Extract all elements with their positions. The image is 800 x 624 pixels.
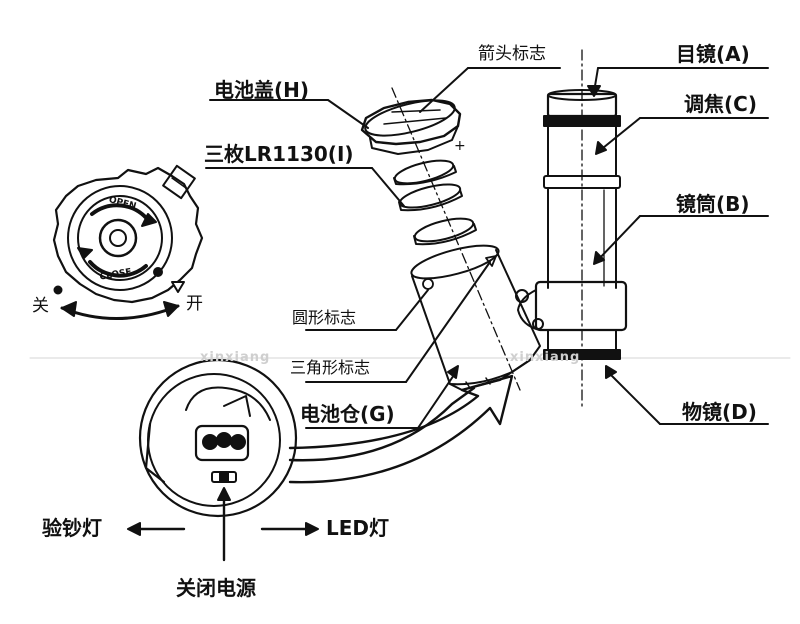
label-close: 关 (32, 296, 49, 316)
label-focus: 调焦(C) (684, 92, 757, 116)
close-dot (53, 285, 63, 295)
inset-arrow-body (288, 374, 514, 484)
label-round-mark: 圆形标志 (292, 308, 357, 327)
svg-text:+: + (454, 138, 466, 154)
batteries: + (393, 138, 477, 246)
label-barrel: 镜筒(B) (676, 192, 750, 216)
turn-arrow (60, 304, 180, 320)
microscope-tube (515, 89, 628, 360)
label-eyepiece: 目镜(A) (676, 42, 750, 66)
label-batteries: 三枚LR1130(I) (204, 142, 354, 166)
label-objective: 物镜(D) (682, 400, 757, 424)
battery-cover (360, 98, 462, 155)
inset-arrow-top (288, 386, 476, 462)
turn-arrow-head-right (163, 301, 179, 317)
label-arrow-mark: 箭头标志 (478, 44, 546, 64)
label-battery-compartment: 电池仓(G) (300, 402, 395, 426)
label-battery-cover: 电池盖(H) (214, 78, 310, 102)
turn-arrow-head-left (61, 301, 77, 317)
label-power-off: 关闭电源 (176, 576, 256, 600)
switch-inset (138, 358, 298, 518)
label-triangle-mark: 三角形标志 (290, 358, 371, 377)
watermark-2: xinxiang (510, 350, 581, 365)
watermark-1: xinxiang (200, 350, 271, 365)
label-currency-lamp: 验钞灯 (42, 516, 102, 540)
cap-dial: OPEN CLOSE (52, 164, 204, 304)
battery-axis (391, 87, 521, 391)
label-open: 开 (186, 294, 203, 314)
label-led-lamp: LED灯 (326, 516, 390, 540)
